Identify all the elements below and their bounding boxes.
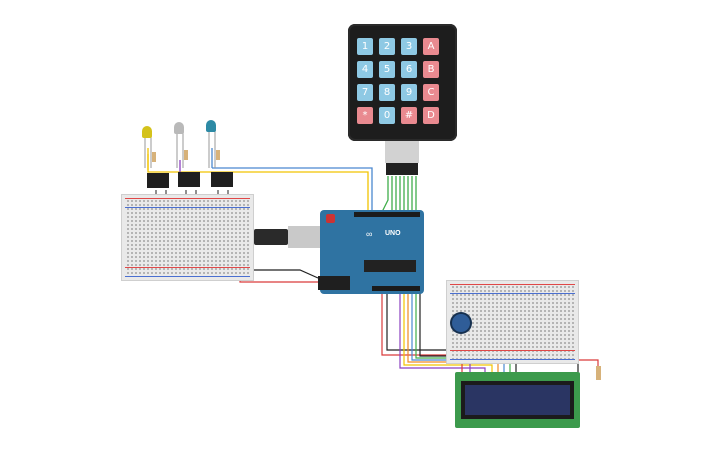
ground-rail <box>125 276 250 277</box>
power-jack <box>318 276 350 290</box>
key[interactable]: C <box>423 84 439 101</box>
key[interactable]: A <box>423 38 439 55</box>
key[interactable]: 2 <box>379 38 395 55</box>
relay-1[interactable] <box>147 173 169 188</box>
ground-rail <box>450 359 575 360</box>
lcd-16x2[interactable] <box>455 372 580 428</box>
ground-rail <box>125 207 250 208</box>
breadboard-holes <box>126 199 249 276</box>
power-rail <box>450 350 575 351</box>
key[interactable]: 8 <box>379 84 395 101</box>
lcd-screen <box>465 385 570 415</box>
lcd-resistor <box>596 366 601 380</box>
led-blue[interactable] <box>206 120 216 132</box>
power-rail <box>125 198 250 199</box>
relay-3[interactable] <box>211 172 233 187</box>
key[interactable]: # <box>401 107 417 124</box>
led-yellow[interactable] <box>142 126 152 138</box>
digital-header <box>354 212 420 217</box>
ground-rail <box>450 293 575 294</box>
led-white[interactable] <box>174 122 184 134</box>
keypad-connector <box>386 163 418 175</box>
breadboard-right[interactable] <box>446 280 579 364</box>
arduino-logo: ∞ <box>366 229 373 239</box>
usb-plug <box>288 226 320 248</box>
keypad-4x4[interactable]: 1 2 3 A 4 5 6 B 7 8 9 C * 0 # D <box>348 24 457 141</box>
reset-button[interactable] <box>326 214 335 223</box>
key[interactable]: * <box>357 107 373 124</box>
breadboard-left[interactable] <box>121 194 254 281</box>
key[interactable]: 9 <box>401 84 417 101</box>
power-rail <box>450 284 575 285</box>
key[interactable]: 1 <box>357 38 373 55</box>
board-label: UNO <box>385 230 401 237</box>
microcontroller-chip <box>364 260 416 272</box>
breadboard-holes <box>451 285 574 359</box>
key[interactable]: B <box>423 61 439 78</box>
analog-header <box>372 286 420 291</box>
usb-cable-body <box>254 229 288 245</box>
key[interactable]: 5 <box>379 61 395 78</box>
key[interactable]: 0 <box>379 107 395 124</box>
key[interactable]: 7 <box>357 84 373 101</box>
keypad-grid: 1 2 3 A 4 5 6 B 7 8 9 C * 0 # D <box>357 38 439 124</box>
power-rail <box>125 267 250 268</box>
key[interactable]: 6 <box>401 61 417 78</box>
key[interactable]: 4 <box>357 61 373 78</box>
usb-cable[interactable] <box>254 226 320 248</box>
key[interactable]: 3 <box>401 38 417 55</box>
relay-2[interactable] <box>178 172 200 187</box>
potentiometer[interactable] <box>452 314 470 332</box>
keypad-pin-header <box>385 141 419 163</box>
key[interactable]: D <box>423 107 439 124</box>
